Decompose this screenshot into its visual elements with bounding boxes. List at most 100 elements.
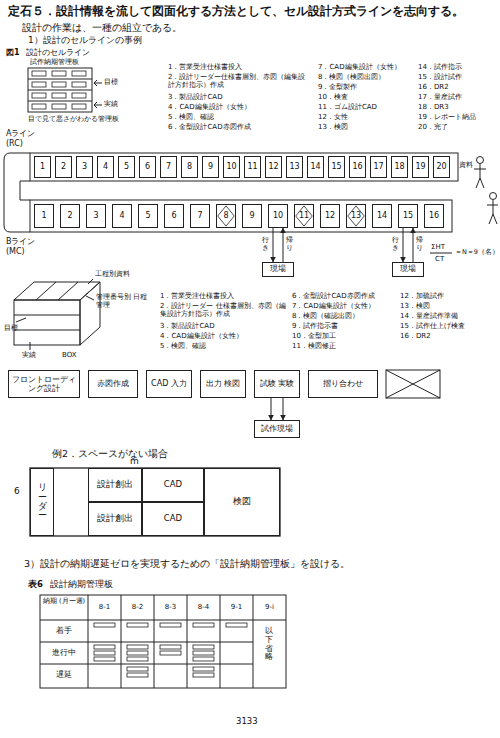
schedule-card <box>193 673 214 677</box>
process-box: 試験 実験 <box>254 370 300 398</box>
box-divider <box>14 315 80 316</box>
process-box: 10 <box>268 204 288 228</box>
process-box: 2 <box>60 204 80 228</box>
arrow-head <box>94 102 97 108</box>
text-label: 定石５．設計情報を流して図面化する方法として、セル設計方式ラインを志向する。 <box>8 5 464 19</box>
process-box: 15 <box>328 156 345 178</box>
schedule-card <box>94 657 115 661</box>
node-text: 9 <box>249 211 254 220</box>
node-text: 試験 実験 <box>260 379 295 388</box>
text-label: 進行中 <box>40 648 88 657</box>
text-label: 3．製品設計CAD <box>160 322 288 330</box>
board-card <box>52 82 66 87</box>
text-label: 6 <box>14 486 20 497</box>
schedule-card <box>94 651 115 655</box>
person <box>487 200 498 224</box>
box-divider <box>58 282 78 300</box>
text-label: 1．営業受注仕様書投入 <box>160 292 288 300</box>
board-rule <box>28 90 92 91</box>
leader-line <box>16 318 26 322</box>
node-text: 試作現場 <box>261 424 293 433</box>
text-label: 図1 <box>6 48 20 58</box>
text-label: 8．検図（検図出図） <box>318 73 414 81</box>
process-box: 3 <box>86 204 106 228</box>
connector <box>413 228 414 262</box>
node-text: 2 <box>61 162 66 171</box>
text-label: 11．検図修正 <box>292 342 397 350</box>
management-board <box>28 68 92 112</box>
text-label: 3．製品設計CAD <box>168 93 308 101</box>
text-label: 管理番号別 日程管理 <box>96 293 152 310</box>
leader-line <box>86 296 94 300</box>
box-divider <box>36 282 56 300</box>
node-text: フロントローディング設計 <box>10 375 78 393</box>
node-text: 14 <box>377 211 387 220</box>
text-label: 実績 <box>104 100 118 108</box>
text-label: 12．加硫試作 <box>400 292 495 300</box>
process-box: フロントローディング設計 <box>8 370 80 398</box>
process-box: 現場 <box>262 262 294 277</box>
box-side <box>80 282 100 345</box>
process-box: 11 <box>244 156 261 178</box>
schedule-card <box>226 623 247 627</box>
node-text: 10 <box>273 211 283 220</box>
text-label: 目で見て悪さがわかる管理板 <box>28 115 119 123</box>
process-box: 4 <box>97 156 114 178</box>
process-box: 8 <box>181 156 198 178</box>
text-label: 18．DR3 <box>418 103 498 111</box>
node-text: 12 <box>268 162 278 171</box>
edge-label: 行き <box>392 237 399 252</box>
table-rule <box>121 595 122 688</box>
node-text: 現場 <box>400 265 416 274</box>
board-card <box>32 93 46 98</box>
text-label: 19．レポート納品 <box>418 113 498 121</box>
table-rule <box>187 595 188 688</box>
connector <box>403 228 404 262</box>
leader-line <box>88 279 93 284</box>
schedule-card <box>127 673 148 677</box>
text-label: 6．金型設計CAD赤図作成 <box>168 123 308 131</box>
edge-label: 帰り <box>416 237 423 252</box>
process-box: 10 <box>223 156 240 178</box>
board-card <box>72 71 86 76</box>
process-box: 設計創出 <box>88 502 142 536</box>
node-text: 赤図作成 <box>97 379 129 388</box>
text-label: 10．金型加工 <box>292 332 397 340</box>
text-label: 8-1 <box>88 603 121 611</box>
node-text: 7 <box>197 211 202 220</box>
node-text: 13 <box>351 211 361 220</box>
edge-label: 行き <box>262 237 269 252</box>
text-label: 7．CAD編集設計（女性） <box>318 63 414 71</box>
cell-frame <box>30 468 280 536</box>
schedule-card <box>127 651 148 655</box>
text-label: 7．CAD編集設計（女性） <box>292 302 397 310</box>
decision-box: 11 <box>294 204 314 228</box>
node-text: 16 <box>352 162 362 171</box>
belt-b <box>30 200 452 232</box>
text-label: Aライン (RC) <box>6 129 40 148</box>
text-label: 13．検図 <box>400 302 495 310</box>
board-card <box>72 93 86 98</box>
text-label: m <box>130 456 139 467</box>
node-text: 摺り合わせ <box>323 379 363 388</box>
text-label: Bライン (MC) <box>6 237 40 256</box>
node-text: 1 <box>41 211 46 220</box>
board-card <box>32 104 46 109</box>
text-label: 6．金型設計CAD赤図作成 <box>292 292 397 300</box>
schedule-card <box>94 623 115 627</box>
process-box: 出力 検図 <box>200 370 246 398</box>
node-text: 7 <box>166 162 171 171</box>
node-text: 9 <box>208 162 213 171</box>
process-box: 5 <box>118 156 135 178</box>
node-text: 出力 検図 <box>206 379 241 388</box>
text-label: 16．DR2 <box>418 83 498 91</box>
text-label: 4．CAD編集設計（女性） <box>160 332 288 340</box>
text-label: 4．CAD編集設計（女性） <box>168 103 308 111</box>
belt-loop <box>4 153 30 232</box>
text-label: 1．営業受注仕様書投入 <box>168 63 308 71</box>
text-label: 8-2 <box>121 603 154 611</box>
process-box: 1 <box>34 156 51 178</box>
diamond-shape <box>348 206 365 226</box>
process-box: 設計創出 <box>88 468 142 502</box>
process-box: 3 <box>76 156 93 178</box>
